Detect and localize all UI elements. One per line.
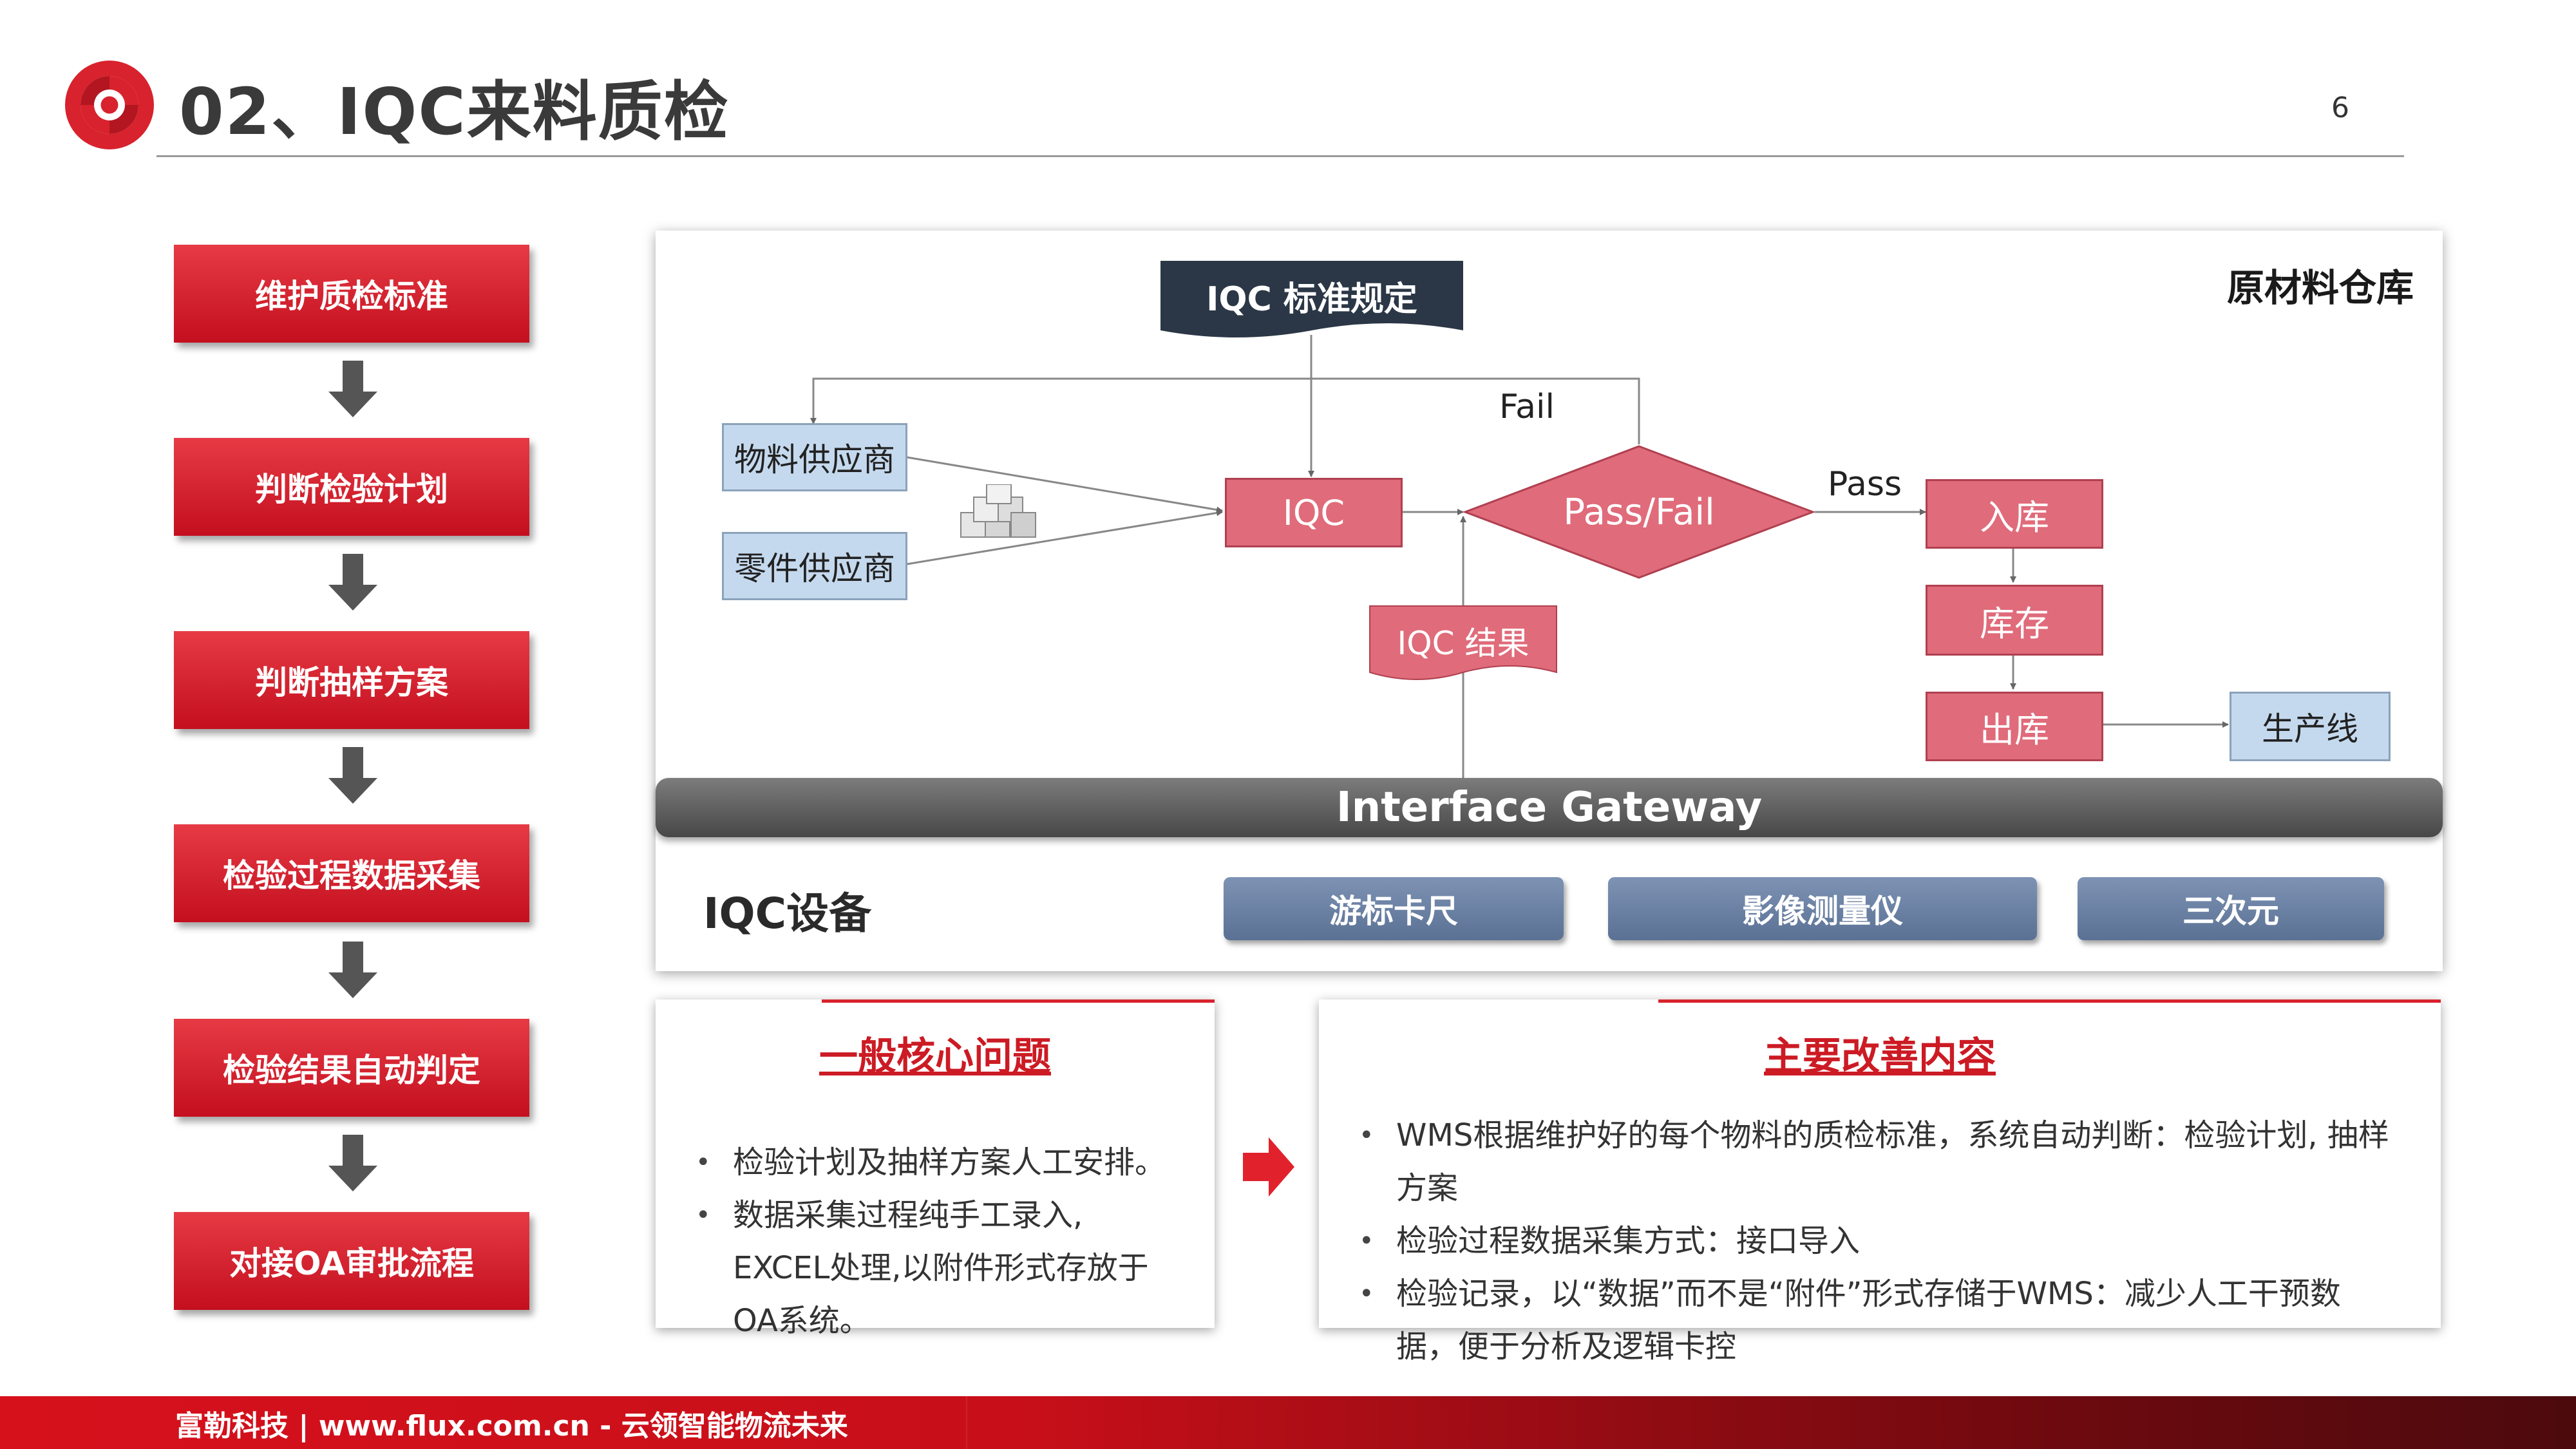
step-maintain-standards[interactable]: 维护质检标准 <box>174 245 529 343</box>
improvements-title: 主要改善内容 <box>1764 1034 1996 1079</box>
iqc-standard: IQC 标准规定 <box>1206 279 1417 319</box>
interface-gateway-bar: Interface Gateway <box>656 778 2443 837</box>
warehouse-label: 原材料仓库 <box>2227 266 2414 310</box>
stock-in-box[interactable]: 入库 <box>1926 479 2103 549</box>
page-title: 02、IQC来料质检 <box>179 74 730 149</box>
issues-list: 检验计划及抽样方案人工安排。 数据采集过程纯手工录入, EXCEL处理,以附件形… <box>696 1136 1185 1347</box>
issues-title: 一般核心问题 <box>819 1034 1051 1079</box>
list-item: 数据采集过程纯手工录入, EXCEL处理,以附件形式存放于OA系统。 <box>696 1189 1185 1347</box>
device-cmm[interactable]: 三次元 <box>2078 877 2384 940</box>
iqc-devices-label: IQC设备 <box>703 889 872 938</box>
supplier-material-box[interactable]: 物料供应商 <box>722 423 907 491</box>
footer-bar <box>0 1396 2576 1449</box>
right-arrow-icon <box>1243 1137 1294 1197</box>
footer-text: 富勒科技 | www.flux.com.cn - 云领智能物流未来 <box>175 1410 848 1443</box>
iqc-result: IQC 结果 <box>1397 625 1530 662</box>
step-inspection-plan[interactable]: 判断检验计划 <box>174 438 529 536</box>
iqc-result-shape <box>1369 605 1557 680</box>
company-logo-icon <box>65 61 154 149</box>
improvements-box: 主要改善内容 WMS根据维护好的每个物料的质检标准，系统自动判断：检验计划, 抽… <box>1319 999 2441 1365</box>
production-line-box[interactable]: 生产线 <box>2230 692 2391 761</box>
page-number: 6 <box>2331 91 2349 124</box>
device-vernier-caliper[interactable]: 游标卡尺 <box>1224 877 1564 940</box>
fail-label: Fail <box>1499 388 1555 426</box>
step-sampling-plan[interactable]: 判断抽样方案 <box>174 631 529 729</box>
list-item: 检验记录，以“数据”而不是“附件”形式存储于WMS：减少人工干预数据，便于分析及… <box>1359 1267 2402 1373</box>
down-arrow-icon <box>328 747 377 804</box>
pass-label: Pass <box>1828 465 1902 504</box>
supplier-parts-box[interactable]: 零件供应商 <box>722 532 907 600</box>
step-oa-approval[interactable]: 对接OA审批流程 <box>174 1212 529 1310</box>
materials-boxes-icon <box>960 484 1036 538</box>
diagram-panel <box>656 231 2443 971</box>
issues-accent-line <box>822 999 1215 1003</box>
decision-label: Pass/Fail <box>1563 491 1715 533</box>
inventory-box[interactable]: 库存 <box>1926 585 2103 656</box>
stock-out-box[interactable]: 出库 <box>1926 692 2103 761</box>
down-arrow-icon <box>328 942 377 998</box>
improvements-list: WMS根据维护好的每个物料的质检标准，系统自动判断：检验计划, 抽样方案 检验过… <box>1359 1109 2402 1373</box>
down-arrow-icon <box>328 554 377 611</box>
improvements-accent-line <box>1658 999 2441 1003</box>
iqc-box[interactable]: IQC <box>1225 478 1403 547</box>
down-arrow-icon <box>328 361 377 417</box>
list-item: 检验计划及抽样方案人工安排。 <box>696 1136 1185 1189</box>
issues-box: 一般核心问题 检验计划及抽样方案人工安排。 数据采集过程纯手工录入, EXCEL… <box>656 999 1215 1339</box>
header-divider <box>156 155 2404 157</box>
step-auto-judgement[interactable]: 检验结果自动判定 <box>174 1019 529 1117</box>
list-item: 检验过程数据采集方式：接口导入 <box>1359 1215 2402 1267</box>
down-arrow-icon <box>328 1135 377 1191</box>
device-image-measuring[interactable]: 影像测量仪 <box>1608 877 2037 940</box>
iqc-standard-shape <box>1160 261 1463 337</box>
step-data-collection[interactable]: 检验过程数据采集 <box>174 824 529 922</box>
pass-fail-diamond <box>1463 445 1815 579</box>
list-item: WMS根据维护好的每个物料的质检标准，系统自动判断：检验计划, 抽样方案 <box>1359 1109 2402 1215</box>
